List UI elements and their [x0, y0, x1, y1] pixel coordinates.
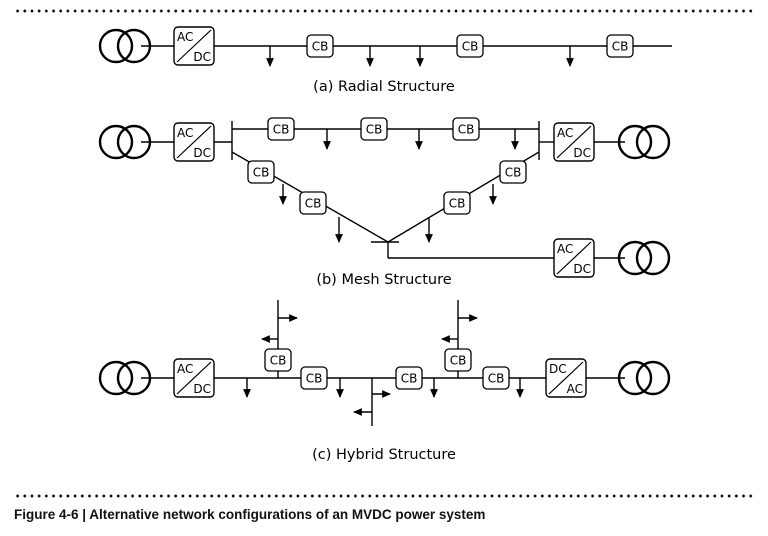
- transformer-coil: [635, 240, 671, 276]
- converter-diagonal: [176, 29, 212, 63]
- converter-label-top: AC: [557, 126, 573, 140]
- circuit-breaker: CB: [300, 366, 328, 390]
- circuit-breaker: CB: [499, 160, 527, 184]
- circuit-breaker-label: CB: [253, 166, 270, 180]
- transformer-coil: [116, 360, 152, 396]
- circuit-breaker: CB: [299, 191, 327, 215]
- circuit-breaker-label: CB: [450, 354, 467, 368]
- circuit-breaker: CB: [267, 117, 295, 141]
- converter-label-top: AC: [557, 242, 573, 256]
- circuit-breaker: CB: [456, 34, 484, 58]
- circuit-breaker: CB: [443, 191, 471, 215]
- circuit-breaker-box: [306, 34, 334, 58]
- circuit-breaker-box: [267, 117, 295, 141]
- converter-label-bottom: DC: [193, 50, 211, 64]
- transformer-coil: [116, 28, 152, 64]
- circuit-breaker-box: [264, 348, 292, 372]
- transformer: [98, 124, 152, 160]
- circuit-breaker-box: [452, 117, 480, 141]
- converter-diagonal: [556, 125, 592, 159]
- circuit-breaker-label: CB: [505, 166, 522, 180]
- converter-label-bottom: DC: [193, 382, 211, 396]
- circuit-breaker-label: CB: [488, 372, 505, 386]
- circuit-breaker-box: [300, 366, 328, 390]
- circuit-breaker-box: [444, 348, 472, 372]
- circuit-breaker: CB: [360, 117, 388, 141]
- circuit-breaker: CB: [444, 348, 472, 372]
- transformer: [98, 28, 152, 64]
- circuit-breaker-label: CB: [273, 123, 290, 137]
- transformer-coil: [116, 124, 152, 160]
- circuit-breaker-box: [360, 117, 388, 141]
- circuit-breaker-label: CB: [312, 40, 329, 54]
- circuit-breaker-label: CB: [306, 372, 323, 386]
- circuit-breaker: CB: [264, 348, 292, 372]
- circuit-breaker-label: CB: [401, 372, 418, 386]
- converter-label-top: AC: [177, 126, 193, 140]
- converter-diagonal: [556, 241, 592, 275]
- converter-diagonal: [548, 361, 584, 395]
- circuit-breaker-box: [482, 366, 510, 390]
- circuit-breaker-label: CB: [449, 197, 466, 211]
- circuit-breaker-label: CB: [366, 123, 383, 137]
- section-label-hybrid: (c) Hybrid Structure: [312, 447, 456, 463]
- converter-label-bottom: DC: [573, 262, 591, 276]
- converter-diagonal: [176, 361, 212, 395]
- converter-label-bottom: AC: [567, 382, 583, 396]
- circuit-breaker-label: CB: [270, 354, 287, 368]
- transformer-coil: [617, 240, 653, 276]
- top-dotted-rule: [14, 9, 754, 13]
- transformer-coil: [617, 124, 653, 160]
- circuit-breaker-box: [456, 34, 484, 58]
- figure-caption: Figure 4-6 | Alternative network configu…: [14, 507, 486, 522]
- circuit-breaker: CB: [247, 160, 275, 184]
- converter-label-top: AC: [177, 30, 193, 44]
- circuit-breaker: CB: [452, 117, 480, 141]
- circuit-breaker: CB: [395, 366, 423, 390]
- section-label-mesh: (b) Mesh Structure: [316, 272, 451, 288]
- circuit-breaker-box: [443, 191, 471, 215]
- transformer-coil: [635, 360, 671, 396]
- transformer-coil: [635, 124, 671, 160]
- transformer: [617, 240, 671, 276]
- circuit-breaker: CB: [482, 366, 510, 390]
- transformer-coil: [98, 360, 134, 396]
- circuit-breaker-label: CB: [305, 197, 322, 211]
- converter-diagonal: [176, 125, 212, 159]
- converter-label-top: AC: [177, 362, 193, 376]
- transformer: [98, 360, 152, 396]
- converter-label-top: DC: [549, 362, 567, 376]
- converter-label-bottom: DC: [573, 146, 591, 160]
- transformer-coil: [617, 360, 653, 396]
- transformer: [617, 124, 671, 160]
- circuit-breaker-box: [395, 366, 423, 390]
- bottom-dotted-rule: [14, 494, 754, 498]
- converter-label-bottom: DC: [193, 146, 211, 160]
- circuit-breaker-box: [247, 160, 275, 184]
- section-label-radial: (a) Radial Structure: [313, 79, 455, 95]
- circuit-breaker-box: [499, 160, 527, 184]
- circuit-breaker-box: [606, 34, 634, 58]
- circuit-breaker-label: CB: [462, 40, 479, 54]
- circuit-breaker-box: [299, 191, 327, 215]
- transformer-coil: [98, 124, 134, 160]
- transformer-coil: [98, 28, 134, 64]
- circuit-breaker: CB: [306, 34, 334, 58]
- circuit-breaker-label: CB: [612, 40, 629, 54]
- transformer: [617, 360, 671, 396]
- circuit-breaker-label: CB: [458, 123, 475, 137]
- circuit-breaker: CB: [606, 34, 634, 58]
